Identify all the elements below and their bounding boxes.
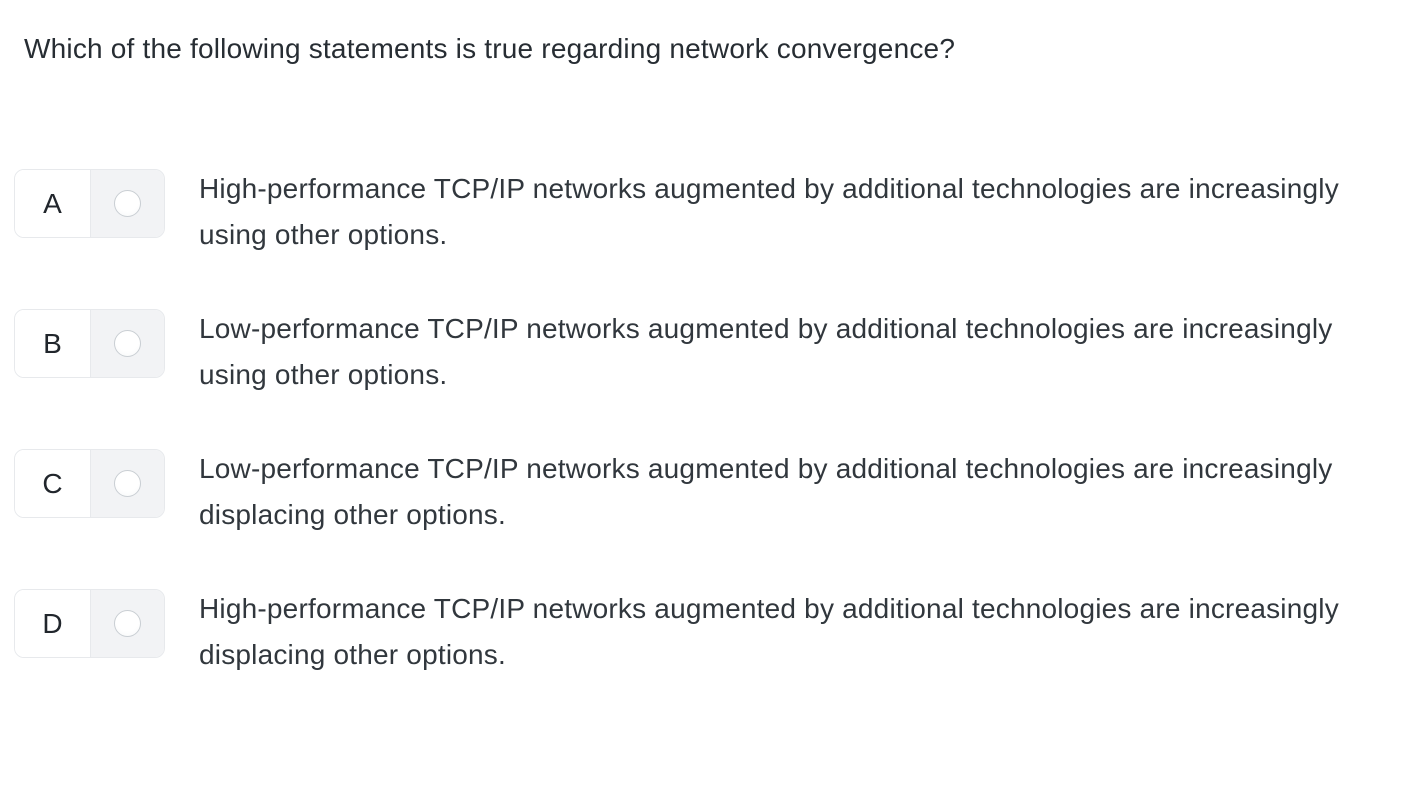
option-a-letter: A [15, 170, 91, 237]
option-row-b: B Low-performance TCP/IP networks augmen… [14, 306, 1384, 398]
option-c-selector[interactable]: C [14, 449, 165, 518]
radio-unselected-icon [114, 190, 141, 217]
option-d-text: High-performance TCP/IP networks augment… [199, 593, 1339, 670]
radio-unselected-icon [114, 330, 141, 357]
radio-unselected-icon [114, 470, 141, 497]
option-a-radio[interactable] [91, 170, 164, 237]
option-d-selector[interactable]: D [14, 589, 165, 658]
option-b-letter: B [15, 310, 91, 377]
option-a-text: High-performance TCP/IP networks augment… [199, 173, 1339, 250]
option-a-selector[interactable]: A [14, 169, 165, 238]
option-c-letter: C [15, 450, 91, 517]
option-d-letter: D [15, 590, 91, 657]
option-b-radio[interactable] [91, 310, 164, 377]
option-c-radio[interactable] [91, 450, 164, 517]
option-b-text: Low-performance TCP/IP networks augmente… [199, 313, 1333, 390]
answer-options: A High-performance TCP/IP networks augme… [14, 166, 1384, 678]
radio-unselected-icon [114, 610, 141, 637]
option-row-a: A High-performance TCP/IP networks augme… [14, 166, 1384, 258]
question-text: Which of the following statements is tru… [24, 33, 956, 64]
option-c-text: Low-performance TCP/IP networks augmente… [199, 453, 1333, 530]
option-row-c: C Low-performance TCP/IP networks augmen… [14, 446, 1384, 538]
option-d-radio[interactable] [91, 590, 164, 657]
option-row-d: D High-performance TCP/IP networks augme… [14, 586, 1384, 678]
option-b-selector[interactable]: B [14, 309, 165, 378]
